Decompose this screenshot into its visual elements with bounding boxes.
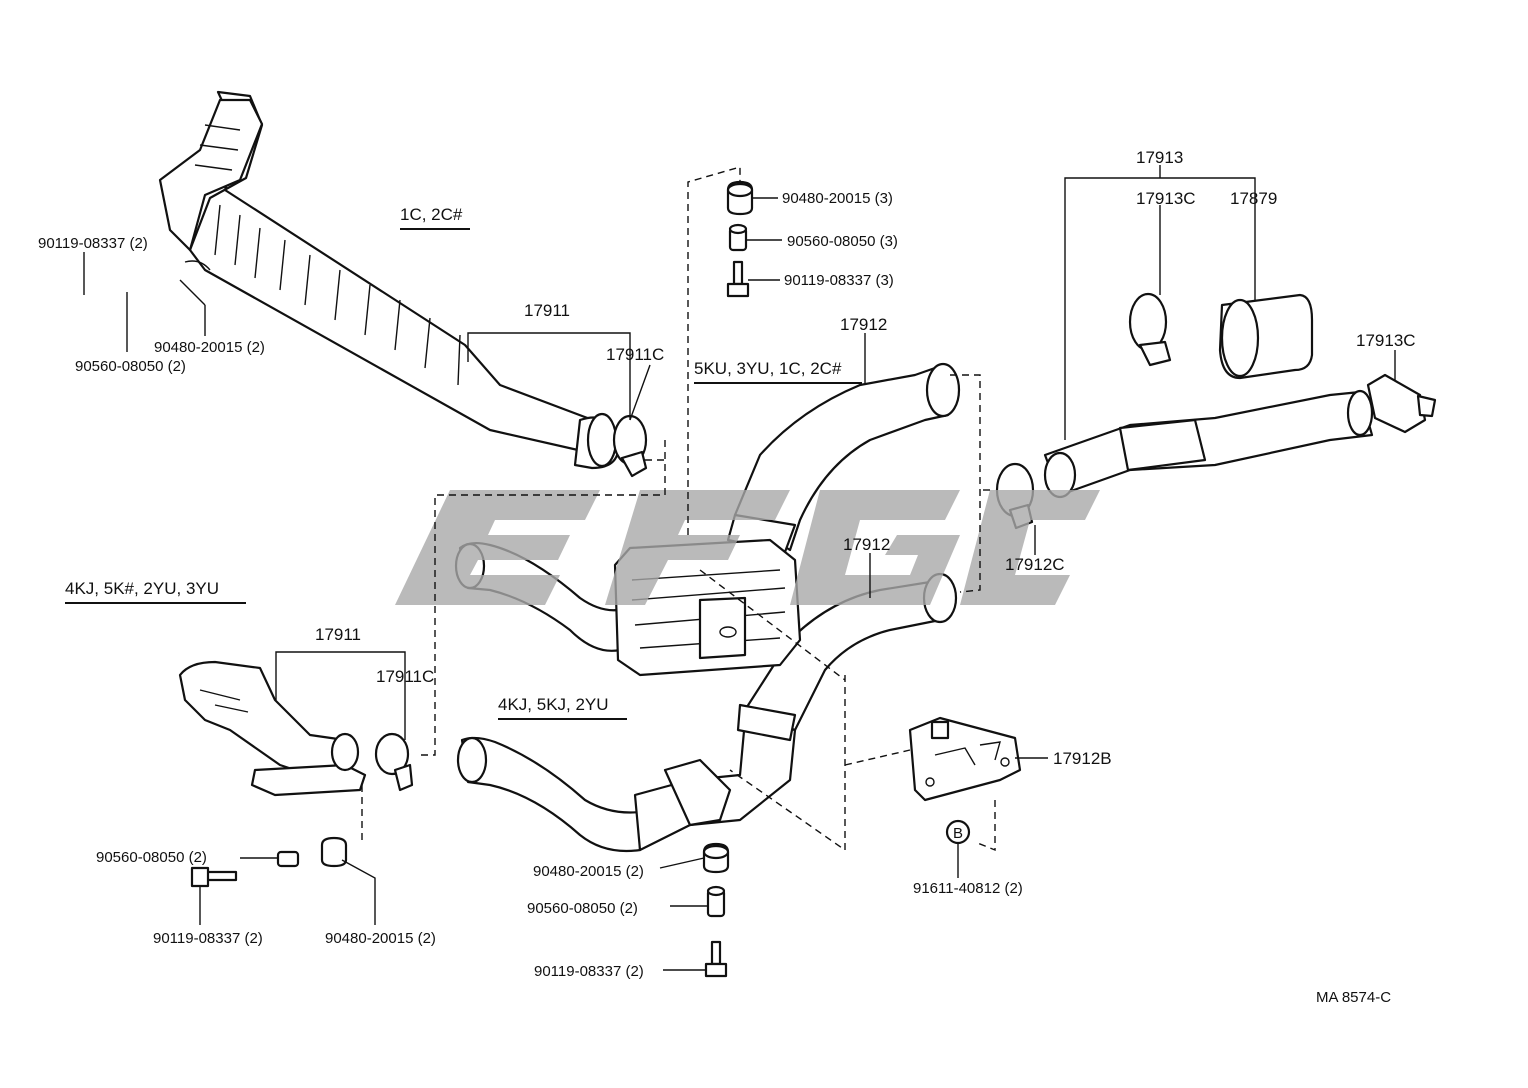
clamp-17913c-right — [1366, 373, 1437, 434]
bm-grommet-label: 90480-20015 (2) — [533, 863, 644, 880]
part-17912-top: 17912 — [840, 315, 887, 334]
grommet-icon — [726, 180, 754, 216]
fastener-labels: 90119-08337 (2) 90480-20015 (2) 90560-08… — [38, 190, 1023, 980]
clamp-17911c-bottom — [374, 732, 414, 792]
front-exhaust-pipe-top — [158, 90, 620, 470]
dashed-lines — [361, 166, 996, 852]
bm-collar-label: 90560-08050 (2) — [527, 900, 638, 917]
section-label-left: 4KJ, 5K#, 2YU, 3YU — [65, 579, 219, 598]
bm-bolt-label: 90119-08337 (2) — [534, 963, 644, 980]
bolt-icon — [726, 260, 750, 298]
leader-lines — [83, 165, 1396, 971]
section-label-middle: 5KU, 3YU, 1C, 2C# — [694, 359, 842, 378]
tm-bolt-label: 90119-08337 (3) — [784, 272, 894, 289]
exhaust-pipe-lower-4kj — [456, 703, 797, 853]
bl-collar-label: 90560-08050 (2) — [96, 849, 207, 866]
br-bolt-label: 91611-40812 (2) — [913, 880, 1023, 897]
tl-bolt-label: 90119-08337 (2) — [38, 235, 148, 252]
part-number-labels: 17911 17911C 17911 17911C 17912 17912 17… — [315, 148, 1416, 768]
bl-grommet-label: 90480-20015 (2) — [325, 930, 436, 947]
part-17911-top: 17911 — [524, 301, 570, 320]
bl-fasteners — [190, 836, 348, 888]
section-label-bottom-middle: 4KJ, 5KJ, 2YU — [498, 695, 609, 714]
section-labels: 1C, 2C# 5KU, 3YU, 1C, 2C# 4KJ, 5K#, 2YU,… — [65, 205, 862, 720]
part-17913c-top: 17913C — [1136, 189, 1196, 208]
bolt-marker-label: B — [953, 825, 963, 842]
tm-grommet-label: 90480-20015 (3) — [782, 190, 893, 207]
diagram-code: MA 8574-C — [1316, 989, 1391, 1006]
bolt-marker-b: B — [945, 819, 971, 845]
part-17912c: 17912C — [1005, 555, 1065, 574]
part-17911c-top: 17911C — [606, 345, 664, 364]
tl-grommet-label: 90480-20015 (2) — [154, 339, 265, 356]
section-label-top-left: 1C, 2C# — [400, 205, 463, 224]
tl-collar-label: 90560-08050 (2) — [75, 358, 186, 375]
part-17911-bottom: 17911 — [315, 625, 361, 644]
tail-pipe-17913 — [1043, 389, 1374, 499]
part-17913: 17913 — [1136, 148, 1183, 167]
clamp-17913c-top — [1128, 292, 1172, 367]
part-17912b: 17912B — [1053, 749, 1112, 768]
clamp-17911c-top — [612, 414, 648, 478]
part-17879: 17879 — [1230, 189, 1277, 208]
collar-icon — [728, 223, 748, 252]
bl-bolt-label: 90119-08337 (2) — [153, 930, 263, 947]
bracket-17912b — [908, 716, 1022, 802]
part-17911c-bottom: 17911C — [376, 667, 434, 686]
part-17912-mid: 17912 — [843, 535, 890, 554]
front-exhaust-pipe-bottom — [178, 660, 367, 797]
part-17913c-right: 17913C — [1356, 331, 1416, 350]
exhaust-pipe-17912-upper — [726, 362, 961, 554]
exhaust-pipe-17912-lower — [743, 572, 958, 732]
watermark-logo — [395, 490, 1100, 605]
tm-collar-label: 90560-08050 (3) — [787, 233, 898, 250]
bm-fasteners — [702, 842, 730, 978]
hanger-17879 — [1218, 293, 1314, 380]
